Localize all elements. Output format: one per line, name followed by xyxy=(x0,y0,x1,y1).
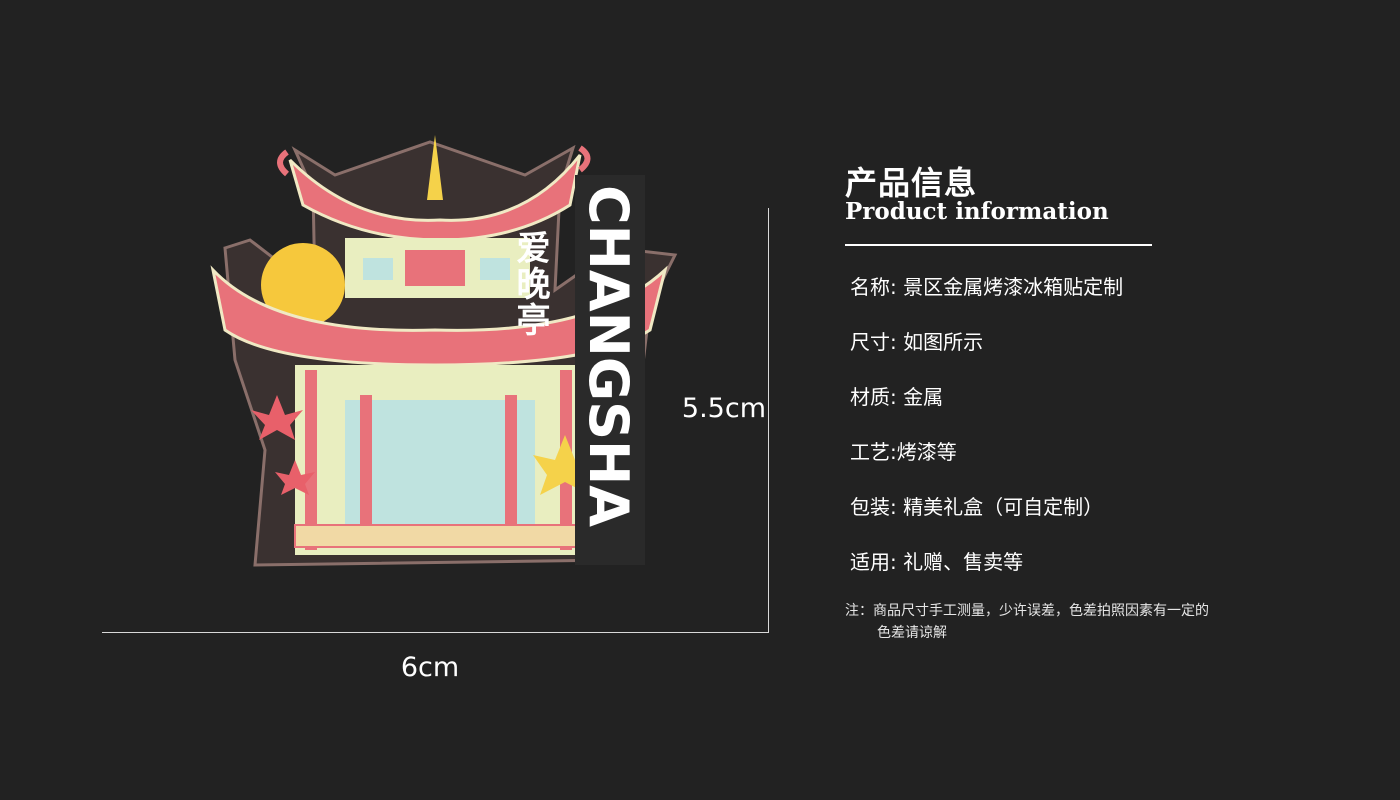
lower-roof xyxy=(210,265,668,367)
spec-size: 尺寸: 如图所示 xyxy=(850,330,984,354)
upper-plaque xyxy=(405,250,465,286)
pillar-3 xyxy=(505,395,517,535)
sign-en-text: CHANGSHA xyxy=(577,185,640,527)
height-dimension-line xyxy=(768,208,769,633)
height-label: 5.5cm xyxy=(681,393,766,424)
spec-packaging: 包装: 精美礼盒（可自定制） xyxy=(850,495,1104,519)
sign-panel xyxy=(575,175,645,565)
product-image: 爱晚亭 CHANGSHA xyxy=(210,135,678,567)
upper-roof xyxy=(288,154,582,242)
railing xyxy=(294,524,586,548)
info-title-cn: 产品信息 xyxy=(845,164,978,202)
upper-window-right xyxy=(480,258,510,280)
spec-material: 材质: 金属 xyxy=(850,385,944,409)
roof-curl-right xyxy=(578,145,591,173)
leaf-red-1 xyxy=(251,395,303,440)
sign-cn-text: 爱晚亭 xyxy=(510,230,550,338)
width-label: 6cm xyxy=(400,652,460,683)
note-line-2: 色差请谅解 xyxy=(877,625,947,641)
roof-curl-left xyxy=(277,149,290,177)
title-divider xyxy=(845,244,1152,246)
measurement-note: 注：商品尺寸手工测量，少许误差，色差拍照因素有一定的 色差请谅解 xyxy=(845,600,1275,644)
pillar-1 xyxy=(305,370,317,550)
spire xyxy=(427,135,443,200)
spec-process: 工艺:烤漆等 xyxy=(850,440,957,464)
spec-usage: 适用: 礼赠、售卖等 xyxy=(850,550,1024,574)
upper-window-left xyxy=(363,258,393,280)
pavilion-interior xyxy=(345,400,535,530)
sun-shape xyxy=(261,243,345,327)
width-dimension-line xyxy=(102,632,769,633)
pillar-2 xyxy=(360,395,372,535)
spec-name: 名称: 景区金属烤漆冰箱贴定制 xyxy=(850,275,1124,299)
leaf-red-2 xyxy=(275,460,315,495)
info-title-en: Product information xyxy=(845,198,1109,225)
note-line-1: 注：商品尺寸手工测量，少许误差，色差拍照因素有一定的 xyxy=(845,603,1209,619)
